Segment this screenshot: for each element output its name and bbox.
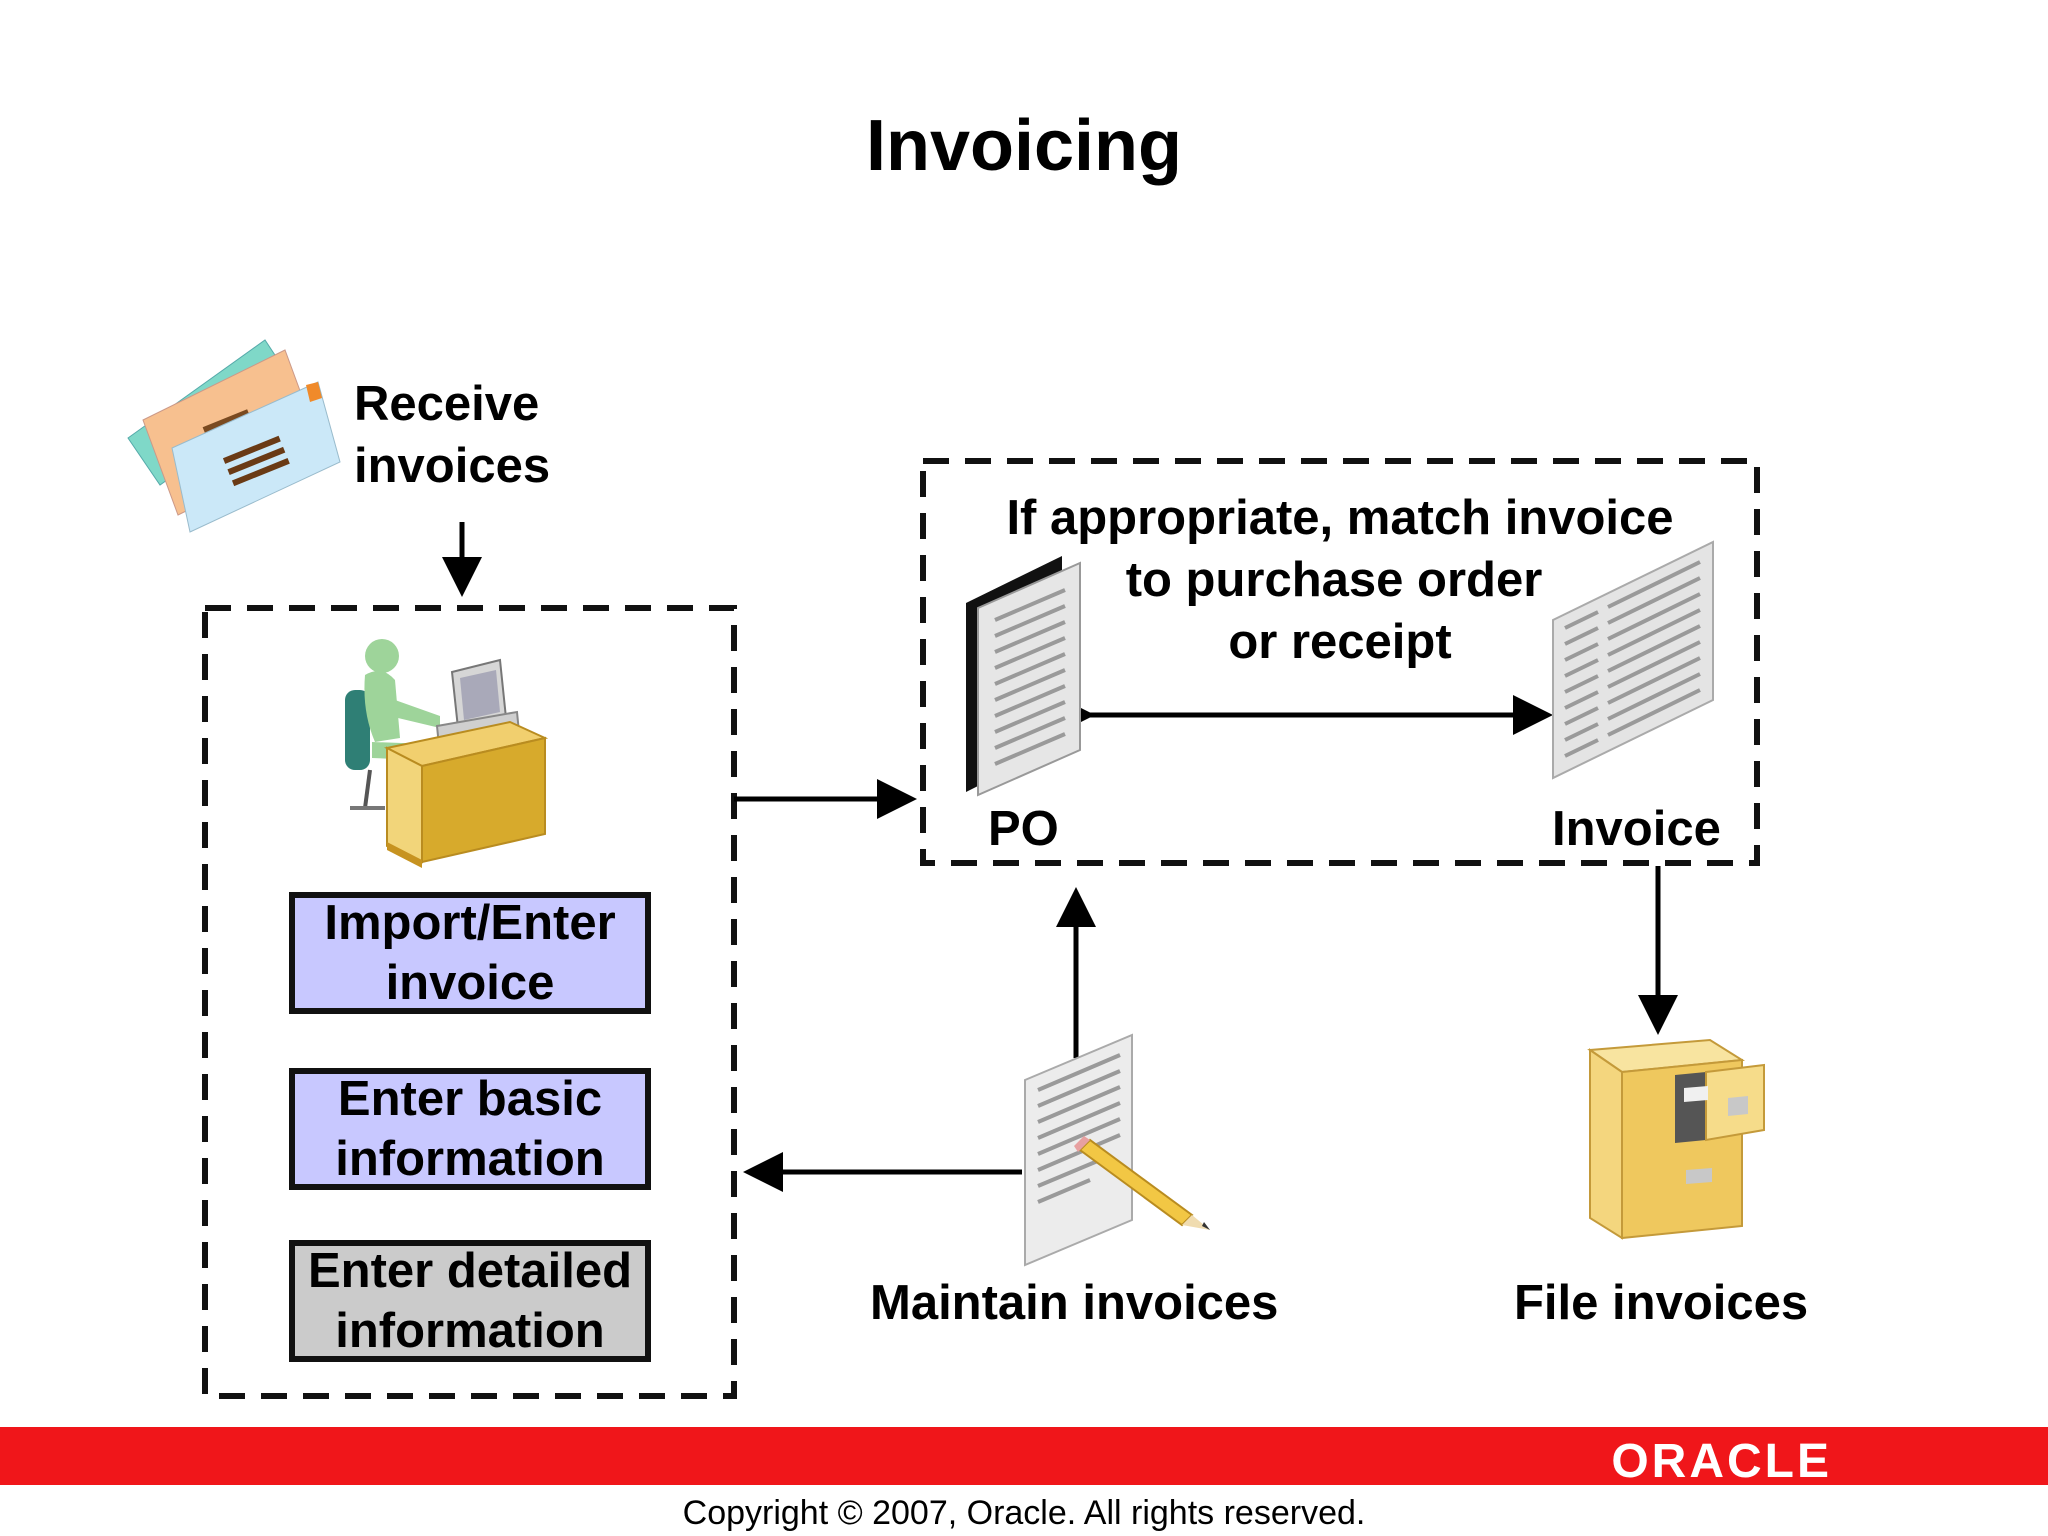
step-import-enter-invoice: Import/Enter invoice — [289, 892, 651, 1014]
match-container — [920, 458, 1760, 866]
step-2-line-1: Enter basic — [337, 1072, 603, 1126]
receive-line-2: invoices — [354, 439, 551, 493]
match-line-3: or receipt — [1228, 615, 1452, 669]
step-1-line-1: Import/Enter — [324, 896, 616, 950]
step-3-line-1: Enter detailed — [307, 1244, 633, 1298]
step-2-line-2: information — [335, 1132, 605, 1186]
match-line-2: to purchase order — [1125, 553, 1543, 607]
page-title: Invoicing — [865, 106, 1183, 186]
match-description: If appropriate, match invoice to purchas… — [940, 487, 1740, 673]
oracle-logo: ORACLE — [1611, 1435, 1832, 1488]
receive-line-1: Receive — [354, 377, 540, 431]
step-3-line-2: information — [335, 1304, 605, 1358]
step-enter-detailed-information: Enter detailed information — [289, 1240, 651, 1362]
entry-container — [202, 605, 737, 1399]
step-enter-basic-information: Enter basic information — [289, 1068, 651, 1190]
receive-invoices-label: Receive invoices — [354, 373, 550, 497]
document-with-pencil-icon — [1024, 1033, 1210, 1267]
person-at-computer-icon — [345, 639, 549, 868]
maintain-invoices-label: Maintain invoices — [870, 1276, 1279, 1330]
invoice-label: Invoice — [1552, 802, 1721, 856]
invoice-document-icon — [1552, 540, 1714, 780]
envelopes-icon — [127, 339, 341, 533]
match-line-1: If appropriate, match invoice — [1006, 491, 1674, 545]
step-1-line-2: invoice — [385, 956, 555, 1010]
po-document-icon — [966, 556, 1081, 797]
file-invoices-label: File invoices — [1514, 1276, 1809, 1330]
po-label: PO — [988, 802, 1059, 856]
footer-bar — [0, 1427, 2048, 1485]
filing-cabinet-icon — [1587, 1038, 1765, 1240]
copyright-notice: Copyright © 2007, Oracle. All rights res… — [682, 1494, 1366, 1532]
